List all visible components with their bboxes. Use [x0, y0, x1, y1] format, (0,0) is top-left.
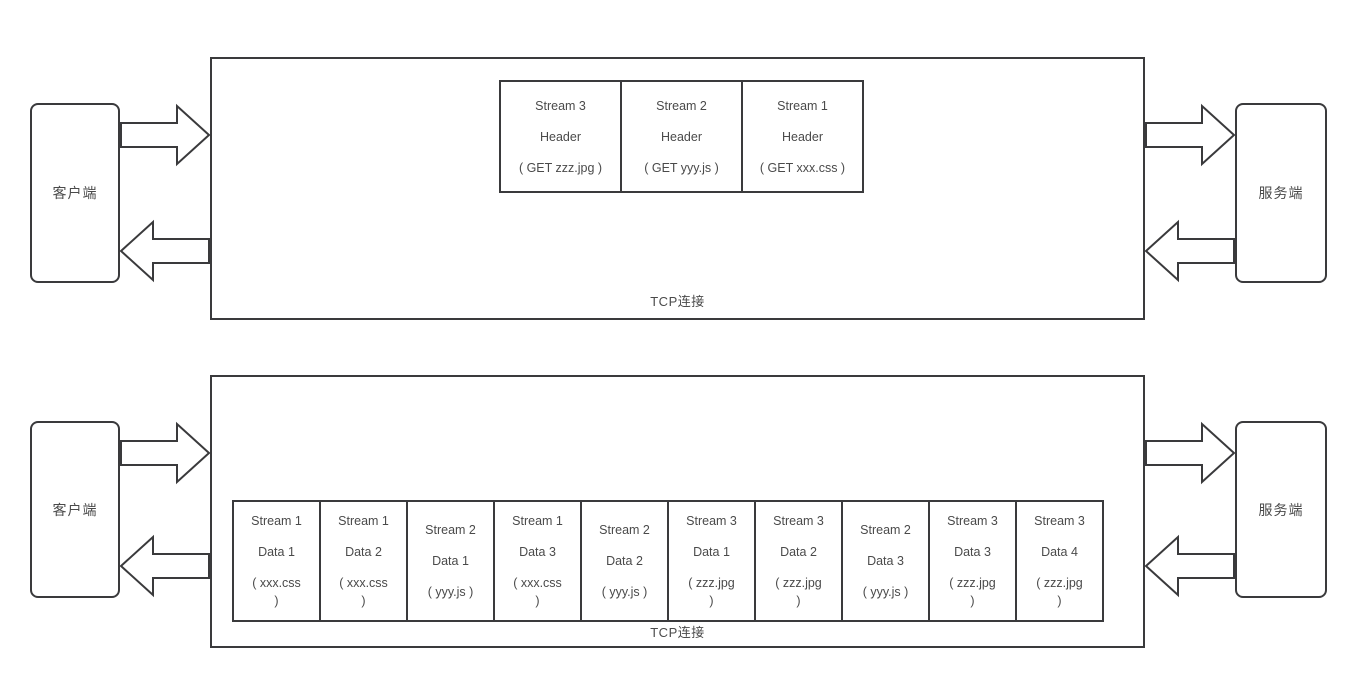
- frame-type-label: Data 2: [606, 554, 643, 568]
- response-arrow-icon: [119, 534, 210, 598]
- frame-caption: ( zzz.jpg ): [1036, 576, 1083, 608]
- stream-frame: Stream 1 Data 2 ( xxx.css ): [319, 500, 408, 622]
- frame-stream-label: Stream 1: [512, 514, 563, 528]
- stream-frame: Stream 1 Data 1 ( xxx.css ): [232, 500, 321, 622]
- client-box-top: 客户端: [30, 103, 120, 283]
- client-label: 客户端: [52, 501, 98, 518]
- stream-frame: Stream 2 Header ( GET yyy.js ): [620, 80, 743, 193]
- frame-caption: ( yyy.js ): [601, 585, 648, 599]
- stream-frame: Stream 3 Data 4 ( zzz.jpg ): [1015, 500, 1104, 622]
- frame-type-label: Data 3: [867, 554, 904, 568]
- frame-type-label: Header: [540, 129, 581, 144]
- client-label: 客户端: [52, 185, 98, 201]
- frame-type-label: Data 1: [432, 554, 469, 568]
- frame-caption: ( GET yyy.js ): [644, 160, 719, 175]
- frame-stream-label: Stream 3: [947, 514, 998, 528]
- frame-stream-label: Stream 2: [656, 98, 707, 113]
- frame-stream-label: Stream 1: [251, 514, 302, 528]
- stream-frame: Stream 2 Data 2 ( yyy.js ): [580, 500, 669, 622]
- stream-frame: Stream 3 Header ( GET zzz.jpg ): [499, 80, 622, 193]
- request-arrow-icon: [1145, 103, 1236, 167]
- tcp-connection-label: TCP连接: [650, 294, 705, 309]
- server-label: 服务端: [1258, 185, 1304, 201]
- stream-frame: Stream 1 Data 3 ( xxx.css ): [493, 500, 582, 622]
- stream-frame: Stream 3 Data 3 ( zzz.jpg ): [928, 500, 1017, 622]
- frame-caption: ( GET xxx.css ): [759, 160, 846, 175]
- request-arrow-icon: [120, 103, 211, 167]
- frame-type-label: Data 1: [258, 545, 295, 559]
- frame-type-label: Data 2: [345, 545, 382, 559]
- tcp-connection-label: TCP连接: [650, 625, 705, 640]
- frame-stream-label: Stream 3: [686, 514, 737, 528]
- stream-frame: Stream 3 Data 2 ( zzz.jpg ): [754, 500, 843, 622]
- frame-stream-label: Stream 3: [1034, 514, 1085, 528]
- frame-stream-label: Stream 2: [599, 523, 650, 537]
- frame-type-label: Header: [661, 129, 702, 144]
- frame-caption: ( zzz.jpg ): [688, 576, 735, 608]
- frame-caption: ( xxx.css ): [339, 576, 388, 608]
- frame-stream-label: Stream 2: [860, 523, 911, 537]
- frame-type-label: Data 4: [1041, 545, 1078, 559]
- frame-stream-label: Stream 1: [338, 514, 389, 528]
- header-frames-row: Stream 3 Header ( GET zzz.jpg ) Stream 2…: [499, 80, 864, 193]
- server-box-bottom: 服务端: [1235, 421, 1327, 598]
- frame-caption: ( zzz.jpg ): [949, 576, 996, 608]
- server-box-top: 服务端: [1235, 103, 1327, 283]
- frame-stream-label: Stream 2: [425, 523, 476, 537]
- server-label: 服务端: [1258, 501, 1304, 518]
- frame-caption: ( zzz.jpg ): [775, 576, 822, 608]
- request-arrow-icon: [120, 421, 211, 485]
- frame-type-label: Data 3: [519, 545, 556, 559]
- client-box-bottom: 客户端: [30, 421, 120, 598]
- frame-stream-label: Stream 3: [773, 514, 824, 528]
- frame-caption: ( xxx.css ): [513, 576, 562, 608]
- response-arrow-icon: [1144, 219, 1235, 283]
- request-arrow-icon: [1145, 421, 1236, 485]
- frame-type-label: Header: [782, 129, 823, 144]
- frame-stream-label: Stream 1: [777, 98, 828, 113]
- stream-frame: Stream 1 Header ( GET xxx.css ): [741, 80, 864, 193]
- frame-caption: ( GET zzz.jpg ): [518, 160, 603, 175]
- response-arrow-icon: [1144, 534, 1235, 598]
- frame-caption: ( yyy.js ): [862, 585, 909, 599]
- frame-type-label: Data 2: [780, 545, 817, 559]
- stream-frame: Stream 3 Data 1 ( zzz.jpg ): [667, 500, 756, 622]
- response-arrow-icon: [119, 219, 210, 283]
- frame-caption: ( xxx.css ): [252, 576, 301, 608]
- frame-caption: ( yyy.js ): [427, 585, 474, 599]
- stream-frame: Stream 2 Data 1 ( yyy.js ): [406, 500, 495, 622]
- frame-stream-label: Stream 3: [535, 98, 586, 113]
- frame-type-label: Data 1: [693, 545, 730, 559]
- stream-frame: Stream 2 Data 3 ( yyy.js ): [841, 500, 930, 622]
- data-frames-row: Stream 1 Data 1 ( xxx.css ) Stream 1 Dat…: [232, 500, 1104, 622]
- frame-type-label: Data 3: [954, 545, 991, 559]
